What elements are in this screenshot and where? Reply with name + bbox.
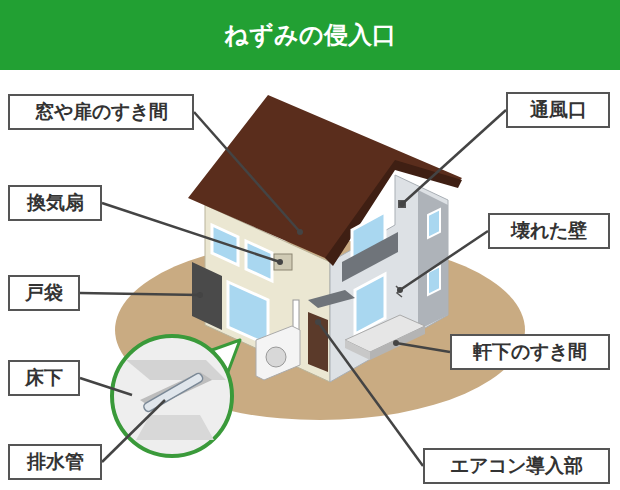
- drain-pipe: [142, 372, 204, 413]
- floor-slab: [126, 360, 226, 380]
- label-box: 軒下のすき間: [450, 334, 610, 370]
- window: [428, 209, 440, 238]
- title-bar: ねずみの侵入口: [0, 0, 620, 70]
- label-text: 床下: [25, 365, 63, 391]
- step-side: [345, 340, 370, 360]
- label-text: 窓や扉のすき間: [35, 99, 168, 125]
- label-box: 窓や扉のすき間: [8, 94, 194, 130]
- label-text: 換気扇: [27, 190, 84, 216]
- label-box: 通風口: [506, 92, 610, 128]
- door: [308, 312, 328, 372]
- label-box: 排水管: [8, 444, 102, 480]
- label-box: 換気扇: [8, 185, 102, 221]
- balcony: [342, 232, 398, 282]
- label-text: 軒下のすき間: [473, 339, 587, 365]
- label-text: 排水管: [27, 449, 84, 475]
- leader-dots: [197, 201, 405, 346]
- leader-lines: [80, 110, 506, 466]
- step-front: [370, 326, 425, 360]
- label-text: エアコン導入部: [450, 453, 583, 479]
- label-box: エアコン導入部: [423, 448, 610, 484]
- label-text: 通風口: [530, 97, 587, 123]
- air-conditioner: [256, 326, 300, 380]
- door-canopy: [308, 290, 355, 308]
- label-text: 戸袋: [25, 280, 63, 306]
- wall-crack: [396, 286, 402, 297]
- inset-circle: [112, 336, 232, 456]
- ac-fan: [266, 347, 286, 367]
- label-text: 壊れた壁: [511, 218, 587, 244]
- window: [246, 241, 272, 281]
- window: [228, 282, 268, 345]
- title-text: ねずみの侵入口: [224, 19, 396, 51]
- label-box: 床下: [8, 360, 80, 396]
- label-box: 壊れた壁: [488, 213, 610, 249]
- label-box: 戸袋: [8, 275, 80, 311]
